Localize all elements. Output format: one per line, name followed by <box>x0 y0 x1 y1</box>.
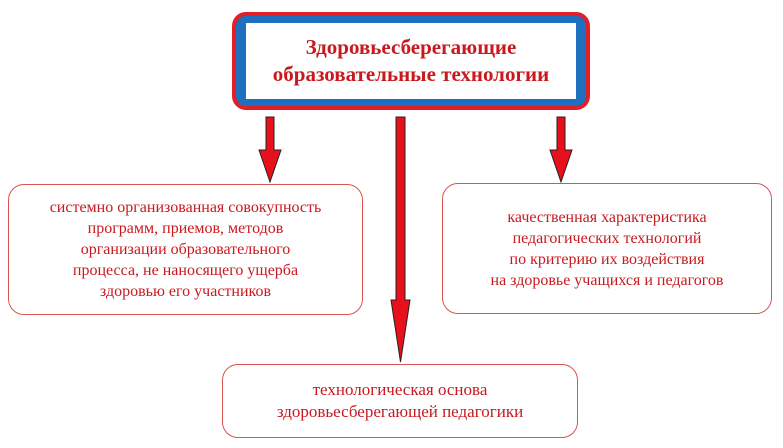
node-foundation-box: технологическая основа здоровьесберегающ… <box>222 364 578 438</box>
node-characteristic-box: качественная характеристика педагогическ… <box>442 183 772 314</box>
arrow-to-bottom-node <box>390 116 411 363</box>
title-panel: Здоровьесберегающие образовательные техн… <box>246 23 576 99</box>
title-frame: Здоровьесберегающие образовательные техн… <box>232 12 590 110</box>
node-foundation-text: технологическая основа здоровьесберегающ… <box>276 380 524 421</box>
node-definition-box: системно организованная совокупность про… <box>8 184 363 315</box>
node-characteristic-text: качественная характеристика педагогическ… <box>490 208 724 289</box>
node-definition-text: системно организованная совокупность про… <box>49 199 322 300</box>
arrow-to-right-node <box>549 116 573 184</box>
diagram-title: Здоровьесберегающие образовательные техн… <box>272 35 550 86</box>
arrow-to-left-node <box>258 116 282 184</box>
